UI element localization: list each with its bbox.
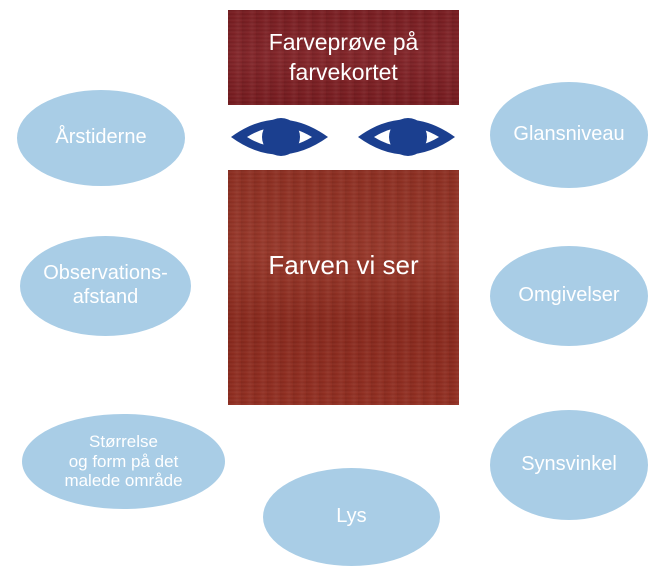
- factor-label: Årstiderne: [55, 126, 147, 149]
- perceived-color-swatch: Farven vi ser: [228, 170, 459, 405]
- factor-label: Synsvinkel: [521, 453, 617, 476]
- factor-label: Lys: [336, 505, 367, 528]
- factor-synsvinkel: Synsvinkel: [490, 410, 648, 520]
- reference-swatch-label: Farveprøve på farvekortet: [268, 28, 419, 85]
- factor-label: Omgivelser: [518, 284, 620, 307]
- reference-color-swatch: Farveprøve på farvekortet: [228, 10, 459, 105]
- factor-glansniveau: Glansniveau: [490, 82, 648, 188]
- perceived-swatch-label: Farven vi ser: [268, 250, 419, 280]
- factor-omgivelser: Omgivelser: [490, 246, 648, 346]
- factor-stoerrelse: Størrelse og form på det malede område: [22, 414, 225, 509]
- factor-aarstiderne: Årstiderne: [17, 90, 185, 186]
- eye-icon: [358, 118, 455, 156]
- factor-label: Størrelse og form på det malede område: [64, 432, 183, 491]
- eye-icon: [231, 118, 328, 156]
- factor-lys: Lys: [263, 468, 440, 566]
- factor-observationsafstand: Observations- afstand: [20, 236, 191, 336]
- factor-label: Observations- afstand: [43, 262, 168, 308]
- factor-label: Glansniveau: [513, 123, 625, 146]
